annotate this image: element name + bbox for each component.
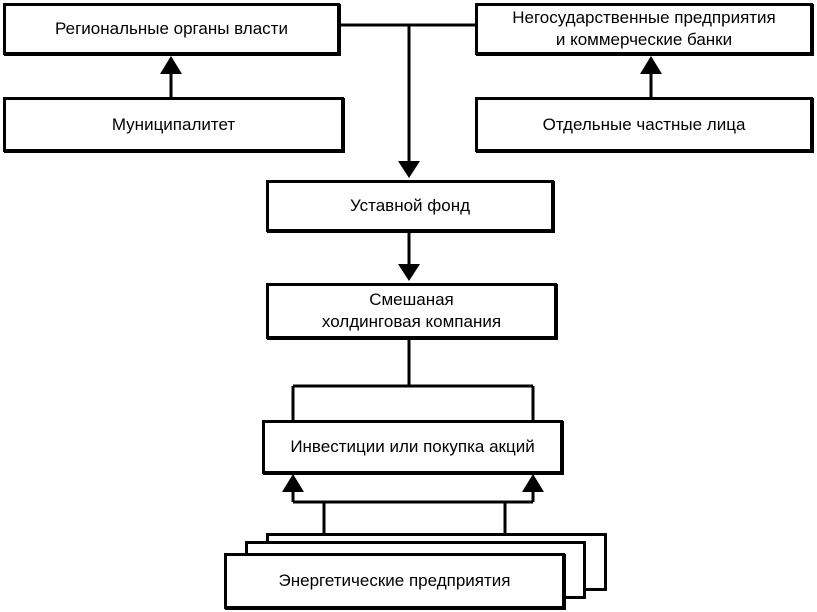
node-private: Отдельные частные лица	[475, 97, 813, 152]
node-invest: Инвестиции или покупка акций	[262, 420, 563, 474]
arrowhead-invest-right	[522, 474, 544, 492]
node-nonstate: Негосударственные предприятия и коммерче…	[475, 3, 813, 55]
arrowhead-fund	[398, 161, 420, 178]
arrowhead-invest-left	[282, 474, 304, 492]
node-municipality: Муниципалитет	[3, 97, 344, 152]
arrowhead-nonstate	[640, 56, 662, 74]
node-energy: Энергетические предприятия	[224, 553, 565, 609]
node-fund: Уставной фонд	[266, 180, 554, 232]
node-holding: Смешаная холдинговая компания	[266, 283, 557, 339]
arrowhead-regional	[160, 56, 182, 74]
node-regional: Региональные органы власти	[3, 3, 340, 55]
arrowhead-holding	[398, 264, 420, 281]
